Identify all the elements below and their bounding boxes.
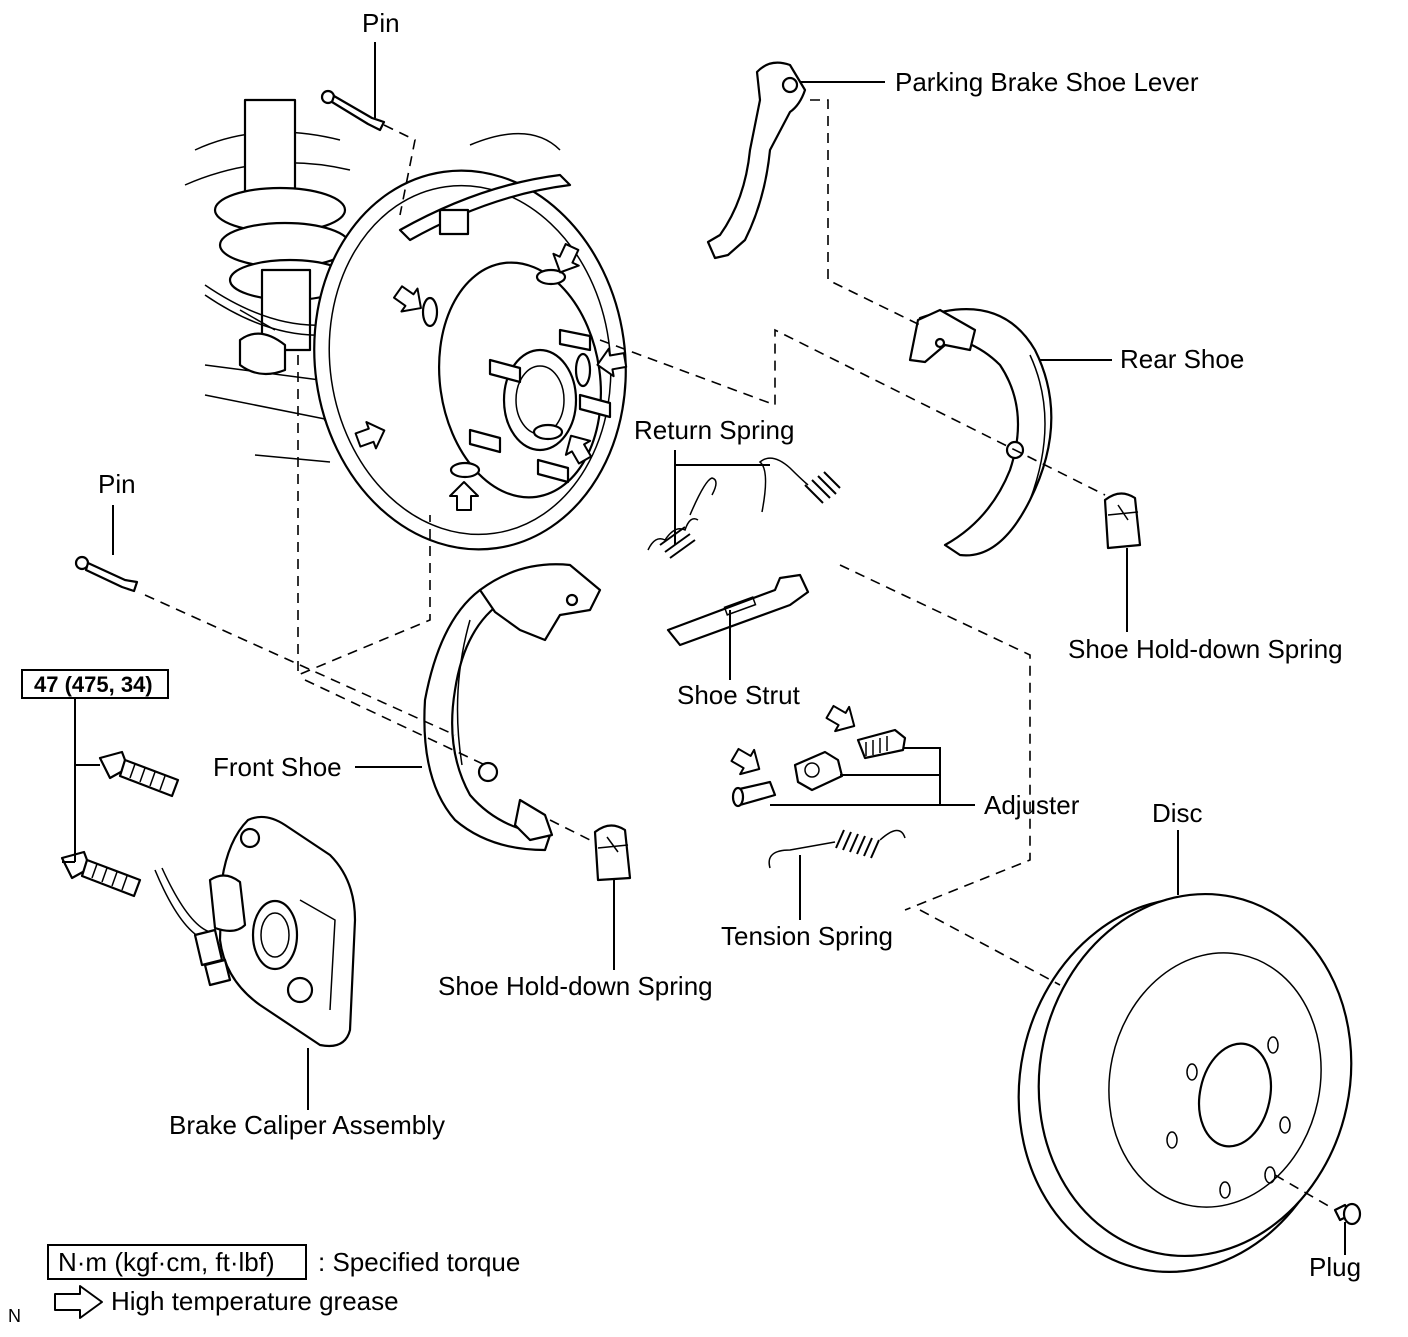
- torque-spec-box: 47 (475, 34): [21, 669, 169, 699]
- label-shoe-strut: Shoe Strut: [677, 680, 801, 710]
- label-return-spring: Return Spring: [634, 415, 794, 445]
- corner-mark: N: [8, 1306, 21, 1326]
- holddown-spring-bottom-part: [593, 824, 632, 882]
- label-disc: Disc: [1152, 798, 1203, 828]
- grease-arrows-adjuster: [730, 704, 856, 776]
- label-brake-caliper-assembly: Brake Caliper Assembly: [169, 1110, 445, 1140]
- brake-caliper-part: [154, 815, 357, 1048]
- rear-shoe-part: [908, 308, 1053, 557]
- legend-grease-desc: High temperature grease: [111, 1286, 399, 1316]
- grease-arrow-icon: [54, 1285, 103, 1319]
- disc-part: [1017, 892, 1353, 1273]
- legend-torque-units: N·m (kgf·cm, ft·lbf): [58, 1247, 275, 1277]
- torque-value: 47 (475, 34): [34, 672, 153, 697]
- parking-brake-lever-part: [706, 61, 807, 260]
- holddown-spring-right-part: [1103, 492, 1142, 550]
- backing-plate-assembly: [184, 98, 627, 551]
- label-rear-shoe: Rear Shoe: [1120, 344, 1244, 374]
- leader-lines: [62, 42, 1346, 1255]
- label-front-shoe: Front Shoe: [213, 752, 342, 782]
- label-tension-spring: Tension Spring: [721, 921, 893, 951]
- grease-arrows-plate: [354, 243, 628, 511]
- adjuster-part: [731, 728, 907, 808]
- caliper-bolts-part: [60, 750, 180, 898]
- plug-part: [1333, 1202, 1362, 1226]
- shoe-strut-part: [666, 573, 810, 647]
- label-pin-top: Pin: [362, 8, 400, 38]
- label-shoe-holddown-spring-bottom: Shoe Hold-down Spring: [438, 971, 713, 1001]
- label-parking-brake-shoe-lever: Parking Brake Shoe Lever: [895, 67, 1199, 97]
- label-shoe-holddown-spring-right: Shoe Hold-down Spring: [1068, 634, 1343, 664]
- legend-torque-desc: : Specified torque: [318, 1247, 520, 1277]
- assembly-dashed-lines: [144, 99, 1333, 1209]
- tension-spring-part: [768, 829, 906, 869]
- label-plug: Plug: [1309, 1252, 1361, 1282]
- label-pin-left: Pin: [98, 469, 136, 499]
- legend: N·m (kgf·cm, ft·lbf) : Specified torque …: [8, 1244, 520, 1326]
- part-labels: Pin Pin Parking Brake Shoe Lever Rear Sh…: [98, 8, 1361, 1282]
- pin-left-part: [74, 555, 139, 593]
- pin-top-part: [320, 89, 386, 132]
- front-shoe-part: [423, 563, 602, 852]
- return-spring-part: [647, 457, 841, 559]
- label-adjuster: Adjuster: [984, 790, 1080, 820]
